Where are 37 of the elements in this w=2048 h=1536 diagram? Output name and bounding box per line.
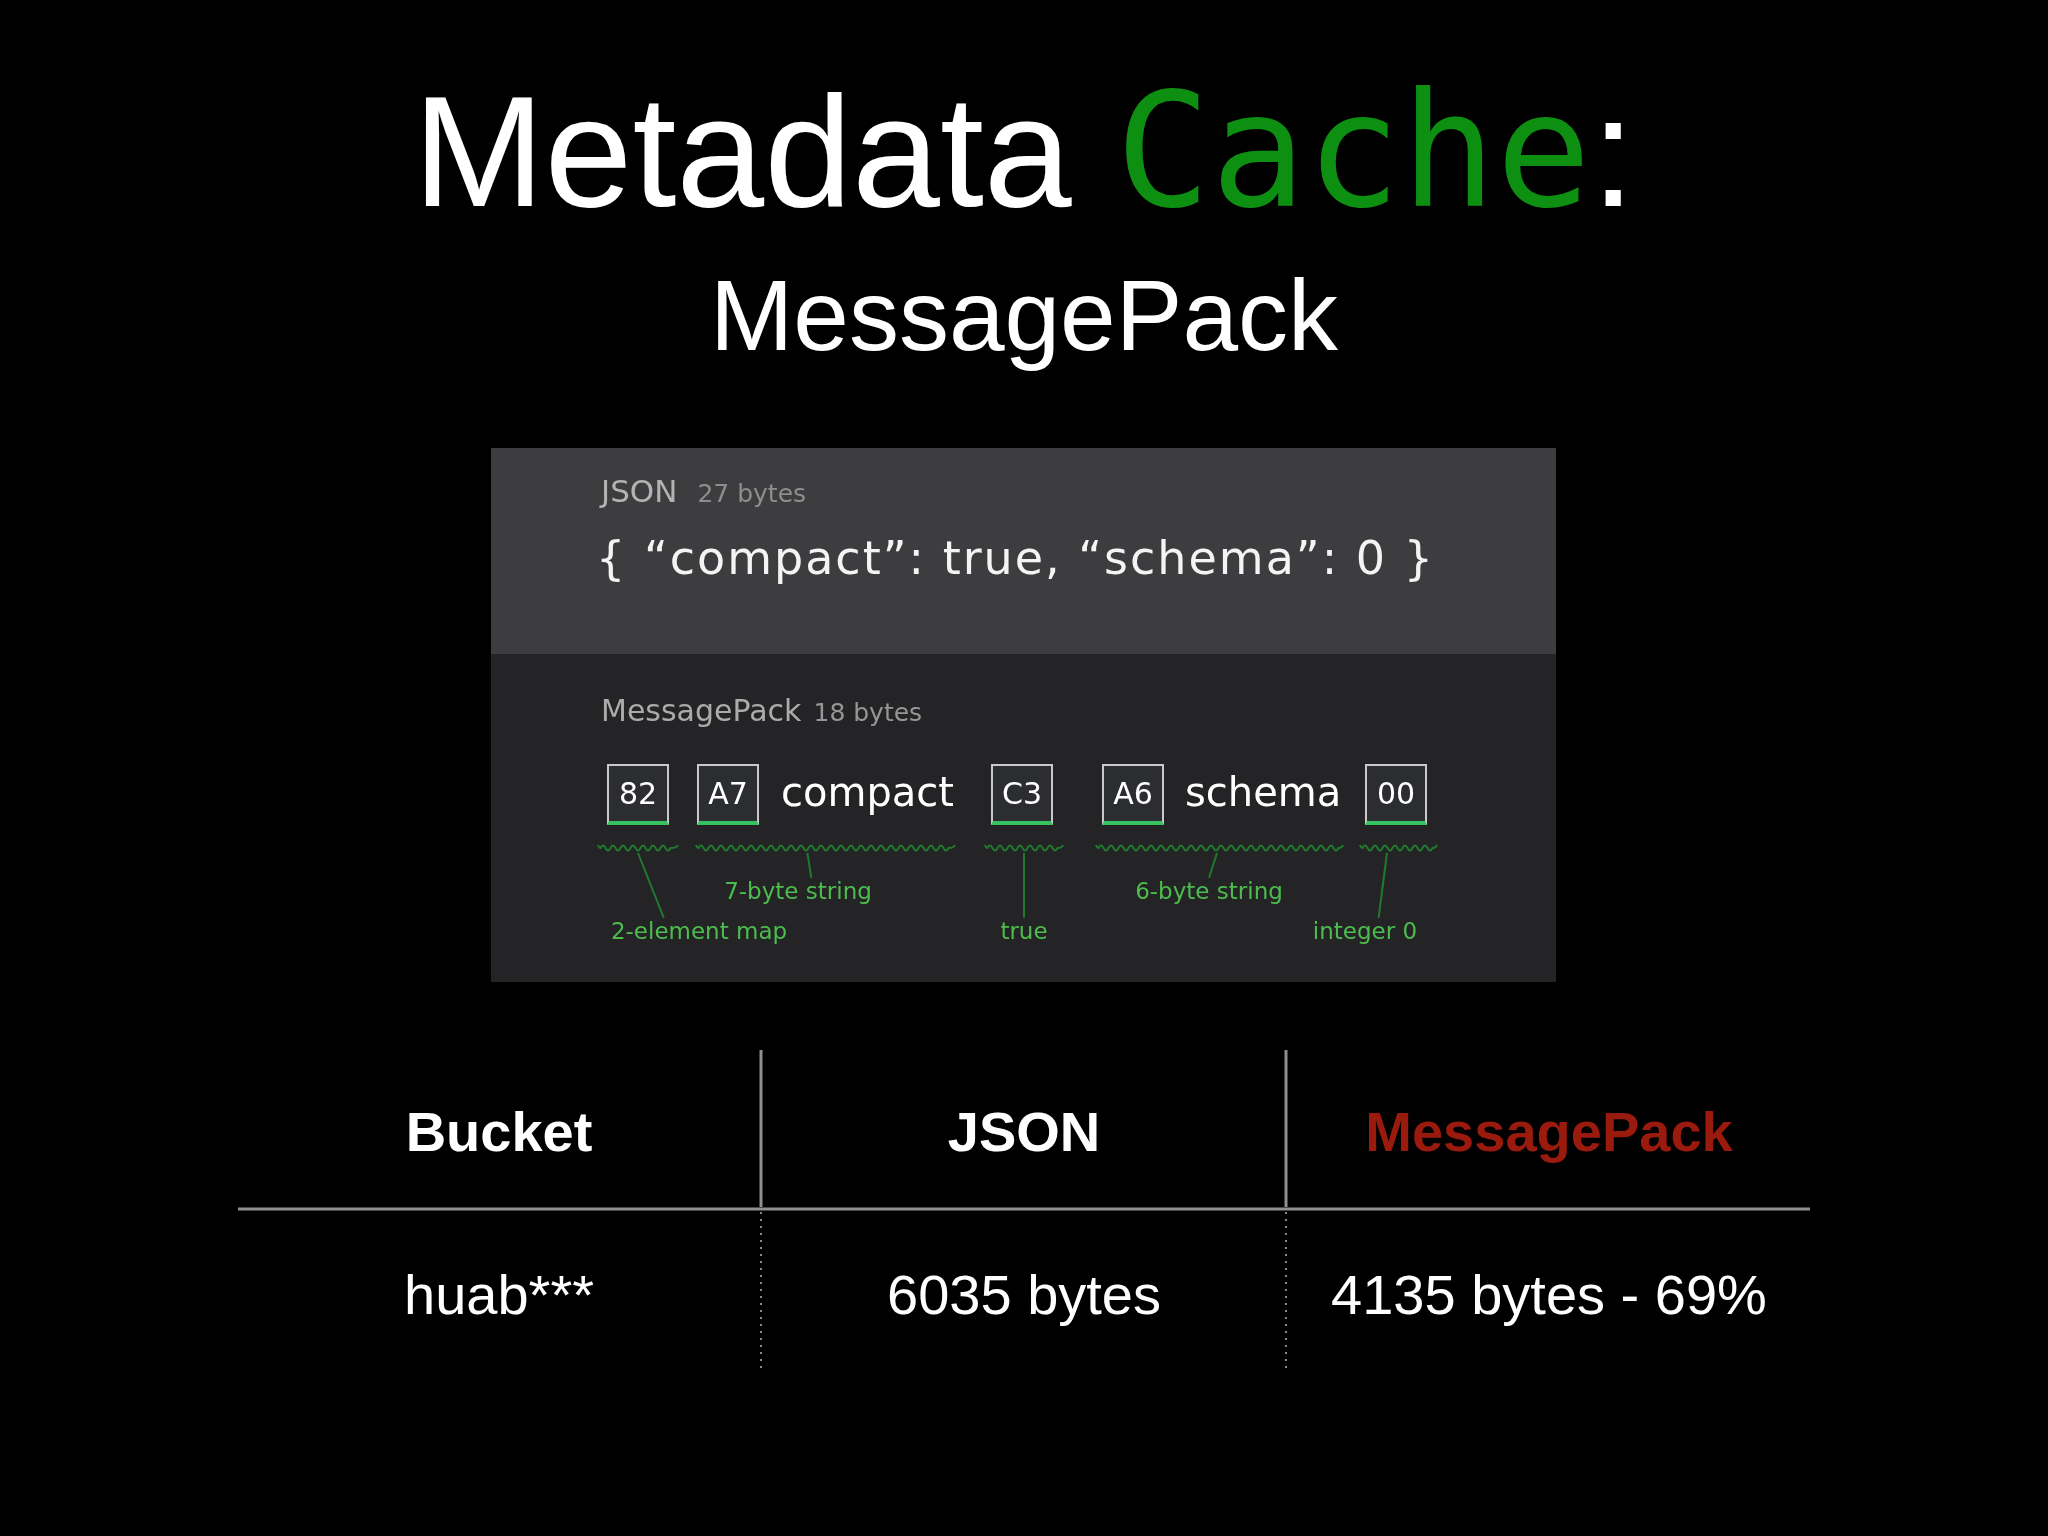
column-header: JSON: [947, 1101, 1101, 1163]
table-value: 6035 bytes: [887, 1264, 1161, 1326]
leader-line: [1377, 852, 1388, 919]
format-name: MessagePack: [601, 694, 802, 729]
annotation-label: 7-byte string: [724, 877, 872, 905]
leader-line: [1023, 852, 1025, 919]
wavy-underline: [696, 843, 955, 853]
annotation-label: integer 0: [1312, 917, 1418, 945]
json-panel: [491, 448, 1556, 654]
table-value: 4135 bytes - 69%: [1331, 1264, 1767, 1326]
messagepack-panel: [491, 654, 1556, 982]
wavy-underline: [1096, 843, 1343, 853]
column-header: Bucket: [405, 1101, 593, 1163]
slide-title: Metadata Cache:: [412, 72, 1636, 230]
leader-line: [806, 852, 813, 879]
wavy-underline: [985, 843, 1063, 853]
slide-subtitle: MessagePack: [709, 260, 1339, 370]
column-header: MessagePack: [1365, 1101, 1733, 1163]
annotation-label: 6-byte string: [1135, 877, 1283, 905]
hex-byte-box: C3: [991, 764, 1053, 825]
byte-count: 27 bytes: [697, 480, 807, 509]
field-name: schema: [1185, 769, 1342, 815]
field-name: compact: [781, 769, 954, 815]
hex-byte-box: 00: [1365, 764, 1427, 825]
table-value: huab***: [404, 1264, 594, 1326]
annotation-label: 2-element map: [610, 917, 788, 945]
hex-byte-box: A7: [697, 764, 759, 825]
leader-line: [1208, 852, 1218, 879]
format-name: JSON: [601, 474, 678, 510]
wavy-underline: [598, 843, 678, 853]
leader-line: [637, 852, 665, 919]
annotation-label: true: [1000, 917, 1048, 945]
hex-byte-box: 82: [607, 764, 669, 825]
hex-byte-box: A6: [1102, 764, 1164, 825]
wavy-underline: [1360, 843, 1437, 853]
byte-count: 18 bytes: [813, 699, 923, 728]
json-code: { “compact”: true, “schema”: 0 }: [596, 532, 1435, 585]
